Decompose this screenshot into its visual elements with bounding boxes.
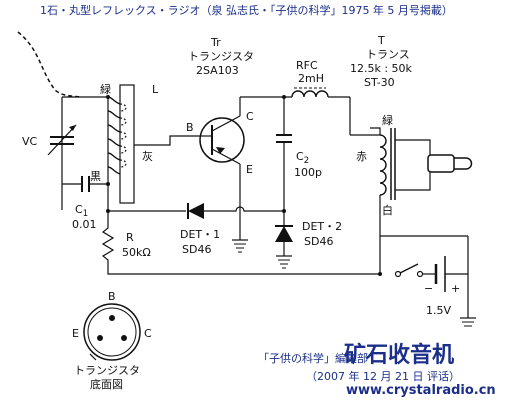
coil-l-label: L bbox=[152, 83, 159, 96]
bottom-view-caption-1: トランジスタ bbox=[74, 364, 140, 377]
rfc-inductor bbox=[291, 87, 350, 98]
earphone bbox=[395, 139, 473, 191]
ground-emitter bbox=[232, 239, 248, 253]
det1-part: SD46 bbox=[182, 243, 211, 256]
base-wire bbox=[134, 135, 198, 146]
resistor-r bbox=[101, 211, 380, 275]
watermark-url: www.crystalradio.cn bbox=[346, 383, 496, 398]
det2-label: DET・2 bbox=[302, 220, 342, 233]
antenna-wire bbox=[17, 31, 83, 98]
battery-minus: − bbox=[424, 282, 433, 295]
vc-label: VC bbox=[22, 135, 38, 148]
diagram-title: 1石・丸型レフレックス・ラジオ（泉 弘志氏・「子供の科学」1975 年 5 月号… bbox=[40, 3, 453, 17]
t-green-label: 緑 bbox=[382, 113, 393, 127]
det1-label: DET・1 bbox=[180, 228, 220, 241]
power-switch bbox=[394, 263, 436, 278]
diode-det1 bbox=[187, 203, 204, 219]
pin-c-label: C bbox=[144, 327, 152, 340]
watermark-date: （2007 年 12 月 21 日 评话） bbox=[306, 369, 460, 383]
c2-value: 100p bbox=[294, 166, 322, 179]
t-white-label: 白 bbox=[382, 203, 393, 217]
coil-black-label: 黒 bbox=[90, 170, 101, 183]
tr-symbol: Tr bbox=[210, 36, 221, 49]
t-red-label: 赤 bbox=[356, 150, 367, 163]
base-label: B bbox=[186, 121, 194, 134]
collector-label: C bbox=[246, 110, 254, 123]
pin-e-label: E bbox=[72, 327, 79, 340]
pin-b-label: B bbox=[108, 290, 116, 303]
capacitor-c1 bbox=[62, 176, 110, 192]
r-value: 50kΩ bbox=[122, 246, 151, 259]
credit: 「子供の科学」編集部 bbox=[258, 351, 368, 365]
c1-value: 0.01 bbox=[72, 218, 97, 231]
t-part: ST-30 bbox=[364, 76, 395, 89]
coil-gray-label: 灰 bbox=[142, 149, 153, 163]
rfc-label: RFC bbox=[296, 59, 318, 72]
emitter-label: E bbox=[246, 163, 253, 176]
t-ratio: 12.5k : 50k bbox=[350, 62, 413, 75]
battery-value: 1.5V bbox=[426, 304, 451, 317]
transistor-bottom-view bbox=[83, 303, 141, 361]
t-name: トランス bbox=[366, 48, 410, 61]
r-label: R bbox=[126, 231, 134, 244]
bottom-view-caption-2: 底面図 bbox=[90, 377, 123, 391]
variable-capacitor-vc bbox=[47, 124, 77, 156]
tr-name: トランジスタ bbox=[188, 50, 254, 63]
coil-l bbox=[107, 84, 135, 204]
transistor-tr bbox=[198, 115, 245, 165]
capacitor-c2 bbox=[276, 97, 292, 211]
battery-plus: + bbox=[451, 282, 460, 295]
transformer-t bbox=[370, 127, 396, 274]
rfc-value: 2mH bbox=[298, 72, 324, 85]
coil-green-label: 緑 bbox=[100, 82, 111, 96]
c1-label: C1 bbox=[75, 203, 88, 219]
battery bbox=[380, 235, 476, 327]
diode-det2 bbox=[275, 211, 293, 269]
t-symbol: T bbox=[377, 34, 385, 47]
det2-part: SD46 bbox=[304, 235, 333, 248]
c2-label: C2 bbox=[296, 150, 309, 166]
tr-part: 2SA103 bbox=[196, 64, 239, 77]
watermark-main: 矿石收音机 bbox=[344, 342, 454, 368]
